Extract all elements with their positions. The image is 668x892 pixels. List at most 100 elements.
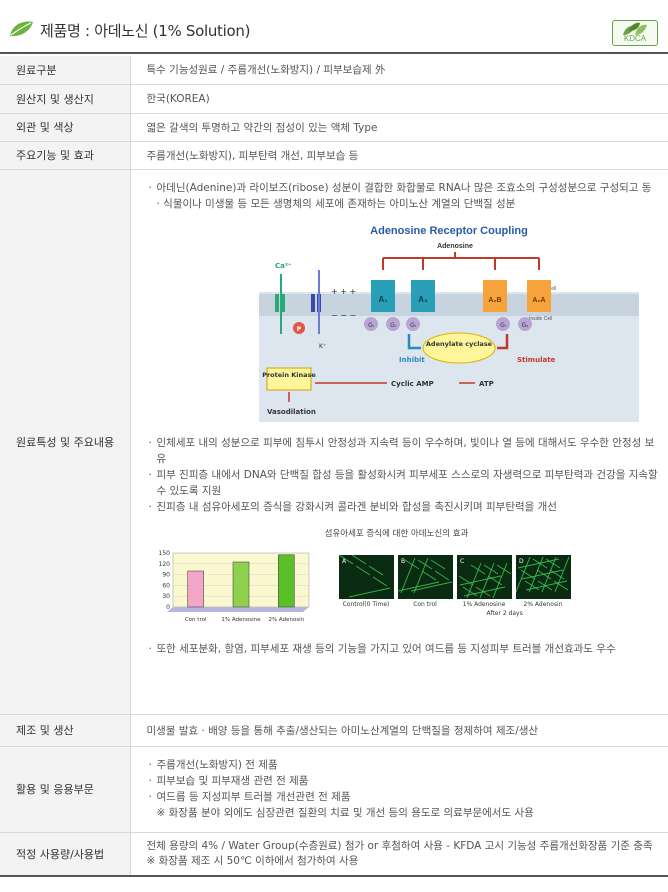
row-value: 한국(KOREA) xyxy=(130,84,668,114)
y-tick-label: 60 xyxy=(162,582,170,589)
intro-text: 아데닌(Adenine)과 라이보즈(ribose) 성분이 결합한 화합물로 … xyxy=(147,180,659,212)
micrograph-image: C xyxy=(456,554,512,599)
micrograph-image: D xyxy=(515,554,571,599)
x-tick-label: 1% Adenosine xyxy=(221,617,261,623)
row-value: 엷은 갈색의 투명하고 약간의 점성이 있는 액체 Type xyxy=(130,113,668,142)
table-row: 원료특성 및 주요내용 아데닌(Adenine)과 라이보즈(ribose) 성… xyxy=(0,169,668,715)
y-tick-label: 120 xyxy=(158,560,170,567)
usage-note: ※ 화장품 분야 외에도 심장관련 질환의 치료 및 개선 등의 용도로 의료부… xyxy=(156,807,534,819)
micrograph-row: A B C D xyxy=(338,554,571,599)
feature-point: 인체세포 내의 성분으로 피부에 침투시 안정성과 지속력 등이 우수하며, 빛… xyxy=(147,435,659,467)
potassium-label: K⁺ xyxy=(319,343,326,350)
top-divider xyxy=(0,52,668,54)
growth-title: 섬유아세포 증식에 대한 아데노신의 효과 xyxy=(324,528,469,539)
gi-label: Gᵢ xyxy=(368,322,374,329)
phosphate-label: P xyxy=(296,326,301,333)
row-label: 외관 및 색상 xyxy=(0,113,131,142)
usage-item: 주름개선(노화방지) 전 제품 xyxy=(147,757,659,773)
gi-label: Gᵢ xyxy=(390,322,396,329)
micrograph-labels: Control(0 Time) Con trol 1% Adenosine 2% Ad… xyxy=(339,601,571,608)
calcium-label: Ca²⁺ xyxy=(275,262,292,270)
table-row: 원산지 및 생산지 한국(KOREA) xyxy=(0,84,668,114)
inside-cell-label: Inside Cell xyxy=(529,316,552,322)
diagram-title: Adenosine Receptor Coupling xyxy=(370,225,528,237)
y-tick-label: 0 xyxy=(166,604,170,611)
atp-label: ATP xyxy=(479,380,494,388)
micrograph-label: 2% Adenosin xyxy=(523,600,563,608)
gi-label: Gᵢ xyxy=(500,322,506,329)
y-tick-label: 90 xyxy=(162,571,170,578)
page-title: 제품명 : 아데노신 (1% Solution) xyxy=(40,22,251,40)
after-label: After 2 days xyxy=(486,609,523,617)
usage-item: 피부보습 및 피부재생 관련 전 제품 xyxy=(147,773,659,789)
row-value: 아데닌(Adenine)과 라이보즈(ribose) 성분이 결합한 화합물로 … xyxy=(130,169,668,715)
row-value: 미생물 발효 · 배양 등을 통해 추출/생산되는 아미노산계열의 단백질을 정… xyxy=(130,714,668,747)
a3-label: A₃ xyxy=(418,295,428,304)
row-label: 원료특성 및 주요내용 xyxy=(0,169,131,715)
svg-text:+ + +: + + + xyxy=(331,287,356,296)
micrograph-image: A xyxy=(338,554,394,599)
micrograph-panel: A B C D Control(0 Time) Con trol 1% Adenosine… xyxy=(317,545,571,617)
row-label: 원료구분 xyxy=(0,56,131,85)
kdca-label: KDCA xyxy=(623,34,647,43)
stimulate-label: Stimulate xyxy=(517,356,556,364)
table-row: 원료구분 특수 기능성원료 / 주름개선(노화방지) / 피부보습제 外 xyxy=(0,56,668,85)
svg-text:C: C xyxy=(460,558,464,565)
chart-floor xyxy=(166,606,309,612)
kdca-logo: KDCA xyxy=(612,20,658,46)
row-label: 주요기능 및 효과 xyxy=(0,141,131,170)
vasodilation-label: Vasodilation xyxy=(267,408,316,416)
bar xyxy=(277,554,295,607)
page-header: 제품명 : 아데노신 (1% Solution) KDCA xyxy=(0,0,668,52)
svg-text:A: A xyxy=(342,558,347,565)
row-label: 원산지 및 생산지 xyxy=(0,84,131,114)
y-tick-label: 30 xyxy=(162,593,170,600)
table-row: 적정 사용량/사용법 전체 용량의 4% / Water Group(수층원료)… xyxy=(0,832,668,877)
leaf-icon xyxy=(10,21,33,37)
row-value: 주름개선(노화방지) 전 제품 피부보습 및 피부재생 관련 전 제품 여드름 … xyxy=(130,746,668,833)
bar xyxy=(186,570,204,607)
row-label: 활용 및 응용부문 xyxy=(0,746,131,833)
svg-text:− − −: − − − xyxy=(331,311,356,320)
row-value: 주름개선(노화방지), 피부탄력 개선, 피부보습 등 xyxy=(130,141,668,170)
inhibit-label: Inhibit xyxy=(399,356,425,364)
micrograph-label: Con trol xyxy=(413,600,437,608)
row-label: 제조 및 생산 xyxy=(0,714,131,747)
svg-text:D: D xyxy=(519,558,524,565)
gs-label: Gₛ xyxy=(521,322,528,329)
x-tick-label: 2% Adenosin xyxy=(268,617,304,623)
adenosine-label: Adenosine xyxy=(437,243,473,250)
gi-label: Gᵢ xyxy=(410,322,416,329)
micrograph-label: Control(0 Time) xyxy=(342,600,390,608)
usage-item: 여드름 등 지성피부 트러블 개선관련 전 제품 xyxy=(147,789,659,805)
row-value: 특수 기능성원료 / 주름개선(노화방지) / 피부보습제 外 xyxy=(130,56,668,85)
receptor-diagram: Adenosine Receptor Coupling Adenosine Ou… xyxy=(147,222,659,425)
row-value: 전체 용량의 4% / Water Group(수층원료) 첨가 or 후첨하여… xyxy=(130,832,668,877)
adenosine-receptor-diagram: Adenosine Receptor Coupling Adenosine Ou… xyxy=(258,225,639,422)
table-row: 활용 및 응용부문 주름개선(노화방지) 전 제품 피부보습 및 피부재생 관련… xyxy=(0,746,668,833)
table-row: 주요기능 및 효과 주름개선(노화방지), 피부탄력 개선, 피부보습 등 xyxy=(0,141,668,170)
x-tick-label: Con trol xyxy=(184,617,206,623)
micrograph-label: 1% Adenosine xyxy=(462,600,506,608)
adenylate-label: Adenylate cyclase xyxy=(425,340,492,348)
leaves-icon xyxy=(623,22,647,35)
bar xyxy=(232,561,249,607)
micrograph-image: B xyxy=(397,554,453,599)
feature-point: 또한 세포분화, 항염, 피부세포 재생 등의 기능을 가지고 있어 여드름 등… xyxy=(147,641,659,657)
table-row: 제조 및 생산 미생물 발효 · 배양 등을 통해 추출/생산되는 아미노산계열… xyxy=(0,714,668,747)
y-tick-label: 150 xyxy=(158,550,170,557)
feature-point: 진피층 내 섬유아세포의 증식을 강화시켜 콜라겐 분비와 합성을 촉진시키며 … xyxy=(147,499,659,515)
a1-label: A₁ xyxy=(378,295,388,304)
spec-table: 원료구분 특수 기능성원료 / 주름개선(노화방지) / 피부보습제 外 원산지… xyxy=(0,56,668,877)
protein-kinase-label: Protein Kinase xyxy=(262,371,316,379)
table-row: 외관 및 색상 엷은 갈색의 투명하고 약간의 점성이 있는 액체 Type xyxy=(0,113,668,142)
dosage-note: ※ 화장품 제조 시 50℃ 이하에서 첨가하여 사용 xyxy=(146,854,359,867)
feature-point: 피부 진피층 내에서 DNA와 단백질 합성 등을 활성화시켜 피부세포 스스로… xyxy=(147,467,659,499)
camp-label: Cyclic AMP xyxy=(391,380,434,388)
dosage-line: 전체 용량의 4% / Water Group(수층원료) 첨가 or 후첨하여… xyxy=(146,839,653,852)
svg-text:B: B xyxy=(401,558,405,565)
a2a-label: A₂A xyxy=(532,297,545,304)
